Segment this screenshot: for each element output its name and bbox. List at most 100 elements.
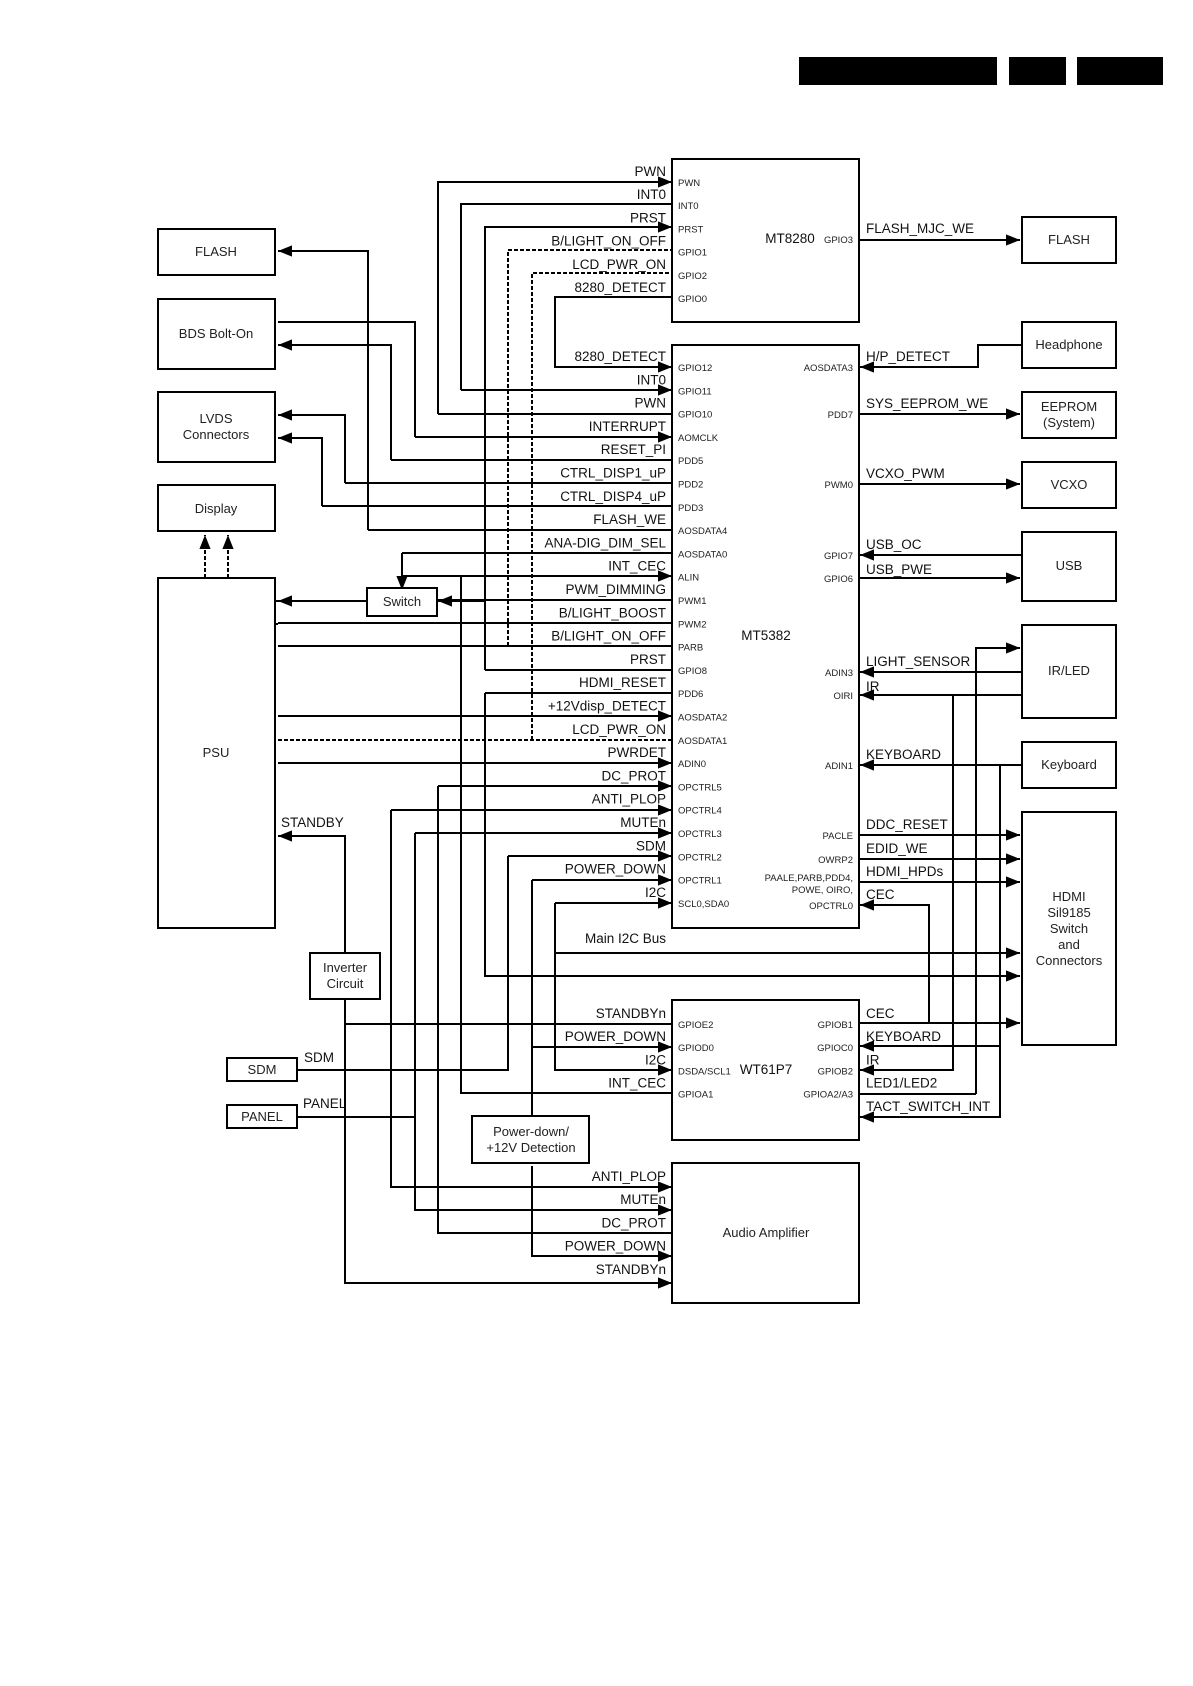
wire-int0-8280 xyxy=(460,203,672,390)
block-label: PANEL xyxy=(241,1109,283,1124)
wire-hp-detect xyxy=(860,344,1022,373)
pin-label: AOSDATA0 xyxy=(678,549,727,560)
header-redaction-bar-1 xyxy=(799,57,997,85)
block-flash-left: FLASH xyxy=(157,228,276,276)
pin-label: GPIO6 xyxy=(824,574,853,585)
pin-label: PDD3 xyxy=(678,503,703,514)
block-label: Switch xyxy=(1050,921,1088,936)
pin-label: GPIO10 xyxy=(678,410,712,421)
signal-label: ANA-DIG_DIM_SEL xyxy=(544,535,666,550)
signal-label: FLASH_WE xyxy=(593,512,666,527)
block-bds: BDS Bolt-On xyxy=(157,298,276,370)
pin-label: GPIO11 xyxy=(678,386,712,397)
signal-label: POWER_DOWN xyxy=(565,862,666,877)
pin-label: ADIN0 xyxy=(678,759,706,770)
block-label: Connectors xyxy=(183,427,250,442)
block-label: EEPROM xyxy=(1041,399,1097,414)
wire-hdmi-reset-bus xyxy=(484,693,1020,982)
block-label: HDMI xyxy=(1052,889,1085,904)
pin-label: OPCTRL0 xyxy=(809,901,853,912)
block-hdmi: HDMI Sil9185 Switch and Connectors xyxy=(1021,811,1117,1046)
block-label: (System) xyxy=(1043,415,1095,430)
signal-label: INT_CEC xyxy=(608,559,666,574)
signal-label: MUTEn xyxy=(620,815,666,830)
wire-audio-pd xyxy=(531,1166,672,1262)
signal-label: USB_OC xyxy=(866,537,922,552)
pin-label: OPCTRL5 xyxy=(678,782,722,793)
wire-switch-top xyxy=(396,575,461,590)
wire-int-cec-wt xyxy=(460,576,672,1094)
wire-8280detect xyxy=(554,296,672,373)
wires xyxy=(199,176,1022,1289)
signal-label: PWN xyxy=(635,164,667,179)
block-usb: USB xyxy=(1021,531,1117,602)
signal-label: +12Vdisp_DETECT xyxy=(548,699,666,714)
block-flash-right: FLASH xyxy=(1021,216,1117,264)
block-label: Headphone xyxy=(1035,337,1102,352)
pin-label: GPIOB2 xyxy=(818,1066,853,1077)
signal-label: ANTI_PLOP xyxy=(592,1169,666,1184)
signal-label: PWRDET xyxy=(608,745,667,760)
pin-label: AOSDATA1 xyxy=(678,736,727,747)
block-label: Sil9185 xyxy=(1047,905,1090,920)
pin-label: GPIO8 xyxy=(678,666,707,677)
block-inverter: Inverter Circuit xyxy=(309,952,381,1000)
block-label: Circuit xyxy=(327,976,364,991)
pin-label: PAALE,PARB,PDD4, xyxy=(765,873,853,884)
chip-mt5382: MT5382 GPIO128280_DETECTGPIO11INT0GPIO10… xyxy=(544,344,989,929)
pin-label: PDD7 xyxy=(828,410,853,421)
signal-label: PWN xyxy=(635,396,667,411)
pin-label: PDD6 xyxy=(678,689,703,700)
pin-label: OPCTRL4 xyxy=(678,806,722,817)
pin-label: OPCTRL2 xyxy=(678,852,722,863)
pin-label: AOSDATA4 xyxy=(678,526,727,537)
wire-cec xyxy=(860,899,930,1023)
block-switch: Switch xyxy=(366,587,438,617)
pin-label: PWM0 xyxy=(825,480,854,491)
signal-label: LED1/LED2 xyxy=(866,1076,937,1091)
mt5382-right-pins: AOSDATA3PDD7PWM0GPIO7GPIO6ADIN3OIRIADIN1… xyxy=(765,349,989,912)
pin-label: PWM1 xyxy=(678,596,707,607)
pin-label: PRST xyxy=(678,224,704,235)
signal-label: INT0 xyxy=(637,372,666,387)
chip-name: WT61P7 xyxy=(740,1062,793,1077)
wire-psu-standby xyxy=(278,830,346,955)
pin-label: PACLE xyxy=(823,831,853,842)
block-vcxo: VCXO xyxy=(1021,461,1117,509)
block-irled: IR/LED xyxy=(1021,624,1117,719)
block-audio-amplifier: Audio Amplifier xyxy=(671,1162,860,1304)
pin-label: AOMCLK xyxy=(678,433,719,444)
chip-name: MT8280 xyxy=(765,231,815,246)
signal-label: I2C xyxy=(645,885,666,900)
wire-lvds-1 xyxy=(278,409,346,483)
standby-label: STANDBY xyxy=(281,815,344,830)
signal-label: LCD_PWR_ON xyxy=(572,257,666,272)
pin-label: GPIO0 xyxy=(678,294,707,305)
signal-label: PRST xyxy=(630,210,666,225)
block-label: Display xyxy=(195,501,238,516)
sdm-bus-label: SDM xyxy=(304,1050,334,1065)
pin-label: GPIOB1 xyxy=(818,1020,853,1031)
block-keyboard: Keyboard xyxy=(1021,741,1117,789)
wire-prst-8280 xyxy=(484,221,672,670)
signal-label: EDID_WE xyxy=(866,841,928,856)
wire-audio-dcprot xyxy=(437,786,672,1234)
wire-blight-8280 xyxy=(507,249,672,646)
signal-label: POWER_DOWN xyxy=(565,1029,666,1044)
signal-label: HDMI_HPDs xyxy=(866,864,944,879)
signal-label: MUTEn xyxy=(620,1192,666,1207)
pin-label: AOSDATA2 xyxy=(678,713,727,724)
block-label: +12V Detection xyxy=(486,1140,575,1155)
block-label: LVDS xyxy=(200,411,233,426)
block-label: SDM xyxy=(248,1062,277,1077)
signal-label: CEC xyxy=(866,1006,895,1021)
pin-label: POWE, OIRO, xyxy=(792,885,853,896)
pin-label: OIRI xyxy=(833,691,853,702)
block-label: IR/LED xyxy=(1048,663,1090,678)
header-redaction-bar-2 xyxy=(1009,57,1066,85)
chip-name: MT5382 xyxy=(741,628,791,643)
main-i2c-bus-label: Main I2C Bus xyxy=(585,931,666,946)
signal-label: DC_PROT xyxy=(601,1215,666,1230)
pin-label: GPIO2 xyxy=(678,271,707,282)
wire-bds-in xyxy=(278,339,392,460)
